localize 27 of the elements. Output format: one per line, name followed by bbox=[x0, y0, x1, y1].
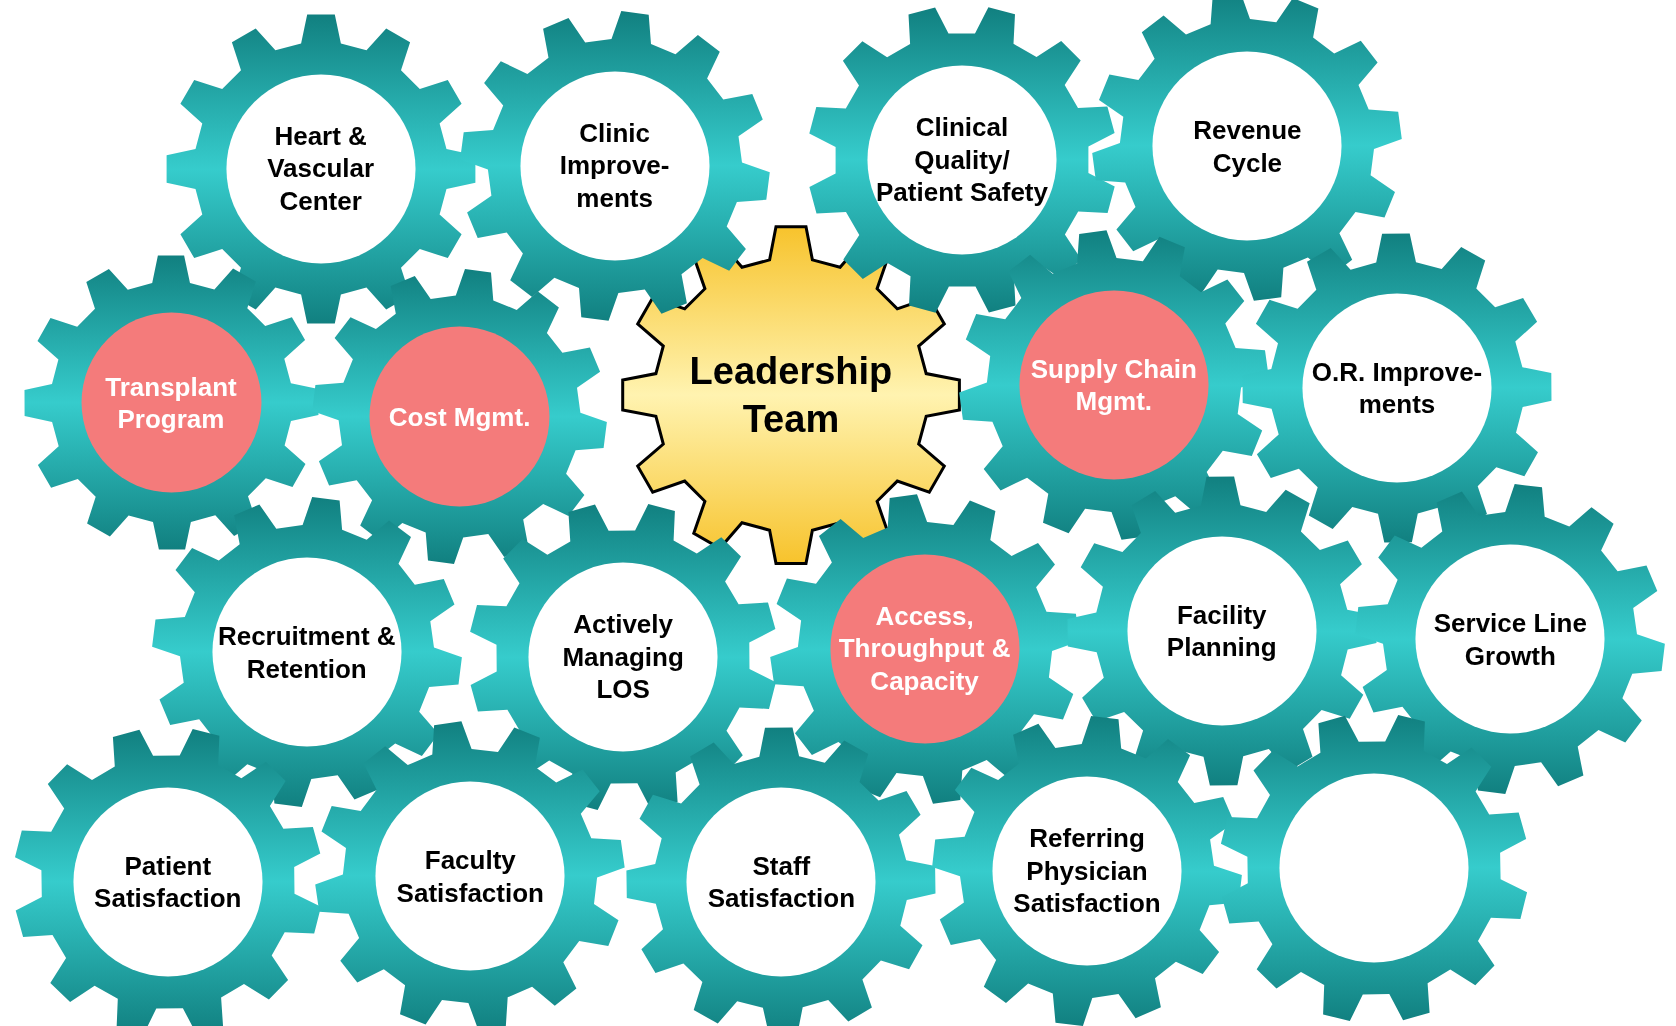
gear-label: Supply Chain Mgmt. bbox=[1029, 352, 1198, 418]
gear-label: Faculty Satisfaction bbox=[395, 843, 545, 909]
gear-label: Clinic Improve- ments bbox=[558, 116, 671, 215]
gear bbox=[1218, 712, 1529, 1023]
gear bbox=[619, 224, 962, 567]
gear-label: Patient Satisfaction bbox=[93, 849, 243, 915]
gear-label: Heart & Vascular Center bbox=[266, 120, 376, 218]
gear-label: Staff Satisfaction bbox=[706, 849, 856, 915]
gear-label: Transplant Program bbox=[104, 370, 238, 436]
gear bbox=[932, 716, 1242, 1026]
gear-label: O.R. Improve- ments bbox=[1310, 355, 1484, 421]
gear-label: Clinical Quality/ Patient Safety bbox=[875, 111, 1049, 210]
gear-label: Recruitment & Retention bbox=[217, 619, 396, 685]
gear-label: Service Line Growth bbox=[1432, 606, 1588, 672]
gear-label: Leadership Team bbox=[688, 348, 894, 442]
gear bbox=[23, 255, 319, 551]
gear bbox=[12, 726, 323, 1026]
gear-label: Facility Planning bbox=[1165, 598, 1278, 664]
gear-label: Referring Physician Satisfaction bbox=[1012, 822, 1162, 920]
gear-label: Actively Managing LOS bbox=[561, 608, 685, 707]
gear-label: Revenue Cycle bbox=[1192, 113, 1303, 179]
gear bbox=[626, 726, 937, 1026]
gear bbox=[459, 10, 770, 321]
gear bbox=[1355, 484, 1666, 795]
gear-label: Access, Throughput & Capacity bbox=[837, 600, 1012, 698]
gear-label: Cost Mgmt. bbox=[387, 400, 532, 434]
gear bbox=[315, 721, 626, 1026]
